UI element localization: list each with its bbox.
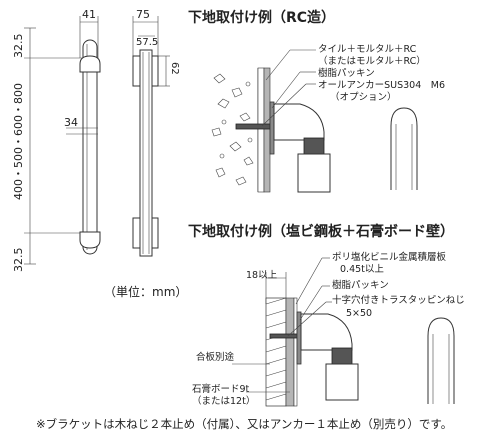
rc-bracket-block: [303, 137, 325, 155]
bottom-bracket-side: [79, 231, 101, 249]
rail-front: [139, 49, 153, 257]
steel-section-title: 下地取付け例（塩ビ鋼板＋石膏ボード壁）: [188, 223, 454, 240]
steel-label-screw-size: 5×50: [346, 308, 372, 319]
gypsum-board: [285, 297, 295, 407]
rc-label-tile: タイル＋モルタル＋RC: [318, 44, 417, 55]
rc-wall-section: [206, 67, 331, 193]
rc-section-title: 下地取付け例（RC造）: [188, 9, 335, 26]
label-plywood-separate: 合板別途: [196, 351, 235, 363]
dim-inner-width: 57.5: [136, 37, 158, 48]
label-gypsum-board: 石膏ボード9t: [192, 383, 250, 395]
side-elevation-view: 41 32.5 400・500・600・800 32.5 34: [12, 8, 101, 273]
steel-label-screw: 十字穴付きトラスタッピンねじ: [332, 294, 465, 306]
dim-top-offset: 32.5: [12, 34, 25, 59]
rail-tube-side: [82, 39, 98, 255]
front-elevation-view: 75 57.5 62: [132, 8, 180, 257]
footnote: ※ブラケットは木ねじ２本止め（付属）、又はアンカー１本止め（別売り）です。: [36, 417, 452, 431]
plywood: [265, 297, 287, 407]
label-gypsum-board-alt: （または12t）: [192, 395, 255, 407]
dim-span: 400・500・600・800: [12, 83, 25, 200]
steel-rail-end-tube: [427, 317, 455, 404]
steel-bracket: [300, 313, 353, 351]
rc-bracket: [273, 103, 325, 141]
rc-rail-stub: [297, 153, 331, 193]
steel-labels: ポリ塩化ビニル金属積層板 0.45t以上 樹脂パッキン 十字穴付きトラスタッピン…: [192, 251, 465, 407]
steel-label-pvc-sheet: ポリ塩化ビニル金属積層板: [332, 251, 447, 263]
top-bracket-side: [79, 55, 101, 73]
rc-rail-end: [390, 107, 418, 190]
dim-top-width: 41: [82, 8, 96, 21]
concrete-aggregate: [211, 73, 254, 186]
steel-label-thickness: 0.45t以上: [340, 264, 384, 275]
rc-label-mortar: （またはモルタル＋RC）: [318, 55, 426, 67]
steel-bracket-block: [331, 347, 353, 365]
steel-rail-end: [427, 317, 455, 404]
anchor-bolt: [235, 123, 271, 130]
dim-bottom-offset: 32.5: [12, 248, 25, 273]
rc-label-packing: 樹脂パッキン: [318, 67, 375, 79]
steel-rail-stub: [325, 363, 359, 401]
resin-packing: [269, 101, 275, 155]
rc-label-anchor: オールアンカーSUS304 M6: [318, 80, 445, 91]
unit-label: （単位：mm）: [104, 284, 187, 299]
dim-front-width: 75: [136, 8, 150, 21]
dim-mid-gap: 34: [64, 116, 78, 129]
dim-height-right: 62: [169, 62, 180, 75]
rc-label-option: （オプション）: [330, 91, 397, 103]
dim-18-or-more: 18以上: [246, 270, 278, 281]
rc-labels: タイル＋モルタル＋RC （またはモルタル＋RC） 樹脂パッキン オールアンカーS…: [261, 44, 445, 127]
rc-rail-end-tube: [390, 107, 418, 190]
steel-wall-section: 18以上: [246, 270, 359, 407]
steel-label-packing: 樹脂パッキン: [332, 279, 389, 291]
